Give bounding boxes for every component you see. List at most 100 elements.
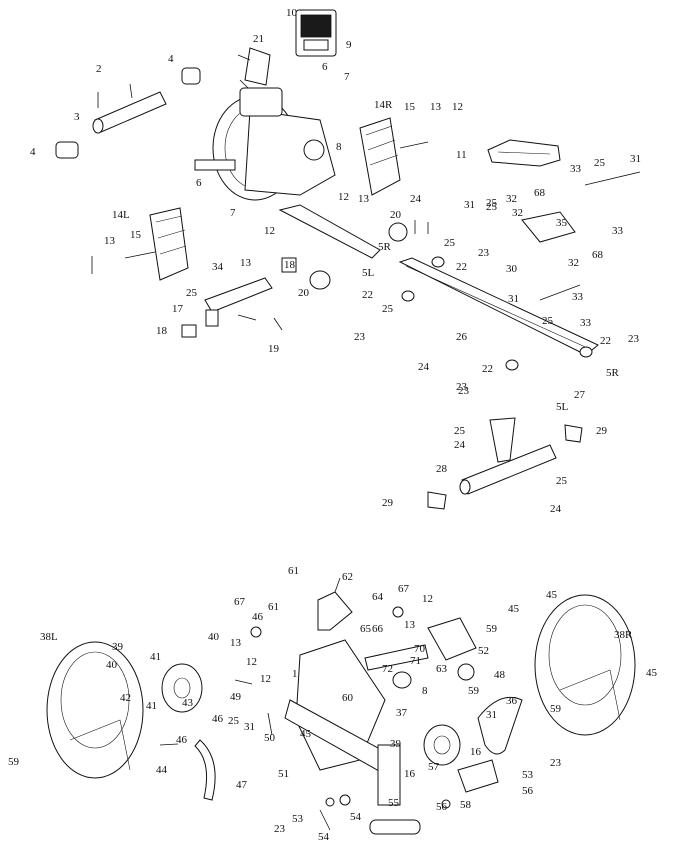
- upper-callout-3: 4: [168, 53, 174, 65]
- lower-callout-35: 1: [292, 668, 298, 680]
- lower-callout-49: 25: [228, 715, 240, 727]
- upper-callout-29: 25: [486, 201, 498, 213]
- lower-callout-61: 53: [292, 813, 304, 825]
- upper-callout-4: 2: [96, 63, 102, 75]
- lower-callout-21: 13: [230, 637, 242, 649]
- lower-callout-40: 31: [486, 709, 497, 721]
- upper-callout-25: 25: [486, 197, 498, 209]
- upper-callout-36: 35: [556, 217, 568, 229]
- lower-callout-13: 45: [508, 603, 520, 615]
- lower-callout-48: 46: [212, 713, 224, 725]
- lower-callout-18: 40: [106, 659, 118, 671]
- seat-part: [487, 139, 561, 167]
- upper-callout-59: 19: [268, 343, 280, 355]
- upper-callout-31: 33: [612, 225, 624, 237]
- upper-callout-58: 18: [156, 325, 168, 337]
- idler-part: [457, 663, 475, 681]
- upper-callout-0: 10: [286, 7, 298, 19]
- upper-callout-43: 30: [506, 263, 518, 275]
- upper-callout-63: 22: [600, 335, 611, 347]
- lower-callout-11: 52: [478, 645, 489, 657]
- rear-frame-part: [181, 257, 297, 338]
- upper-callout-24: 68: [534, 187, 546, 199]
- upper-callout-8: 14R: [374, 99, 393, 111]
- bolts-upper: [91, 83, 641, 331]
- end-cap-part: [55, 67, 201, 159]
- cover-bracket-part: [427, 617, 477, 661]
- upper-callout-47: 13: [240, 257, 252, 269]
- upper-callout-70: 24: [454, 439, 466, 451]
- lower-callout-60: 54: [318, 831, 330, 843]
- lower-callout-6: 65: [360, 623, 372, 635]
- flywheel-housing-part: [212, 87, 336, 201]
- lower-callout-19: 41: [150, 651, 161, 663]
- upper-callout-72: 28: [436, 463, 448, 475]
- rear-stabilizer-part: [427, 417, 583, 510]
- lower-callout-52: 57: [428, 761, 440, 773]
- upper-callout-28: 31: [464, 199, 475, 211]
- upper-callout-6: 6: [322, 61, 328, 73]
- lower-callout-28: 59: [468, 685, 480, 697]
- lower-callout-30: 40: [208, 631, 220, 643]
- upper-callout-20: 12: [338, 191, 349, 203]
- rail-part: [398, 257, 599, 356]
- upper-callout-65: 5R: [606, 367, 620, 379]
- belt-pulley-part: [423, 696, 523, 766]
- upper-callout-7: 7: [344, 71, 350, 83]
- lower-callout-58: 56: [522, 785, 534, 797]
- upper-callout-33: 13: [104, 235, 116, 247]
- lower-callout-33: 12: [260, 673, 271, 685]
- pulley-wheel-part: [161, 663, 203, 713]
- lower-callout-25: 72: [382, 663, 393, 675]
- upper-callout-23: 32: [506, 193, 517, 205]
- upper-callout-16: 25: [594, 157, 606, 169]
- upper-callout-54: 31: [508, 293, 519, 305]
- lower-callout-63: 59: [8, 756, 20, 768]
- upper-callout-15: 33: [570, 163, 582, 175]
- upper-callout-69: 25: [454, 425, 466, 437]
- magnet-arc-part: [194, 739, 216, 801]
- upper-callout-75: 24: [550, 503, 562, 515]
- lower-callout-55: 53: [522, 769, 534, 781]
- upper-callout-42: 22: [456, 261, 467, 273]
- upper-callout-1: 9: [346, 39, 352, 51]
- upper-callout-64: 22: [482, 363, 493, 375]
- seat-bracket-part: [521, 211, 576, 243]
- upper-callout-30: 32: [512, 207, 523, 219]
- upper-callout-51: 22: [362, 289, 373, 301]
- lower-callout-44: 50: [264, 732, 276, 744]
- lower-callout-17: 39: [112, 641, 124, 653]
- upper-callout-9: 15: [404, 101, 416, 113]
- lower-callout-10: 67: [398, 583, 410, 595]
- lower-callout-22: 12: [246, 656, 257, 668]
- lower-callout-37: 8: [422, 685, 428, 697]
- lower-callout-47: 46: [176, 734, 188, 746]
- upper-callout-5: 3: [74, 111, 80, 123]
- lower-callout-42: 16: [404, 768, 416, 780]
- upper-callout-13: 4: [30, 146, 36, 158]
- upper-callout-34: 15: [130, 229, 142, 241]
- upper-callout-35: 23: [478, 247, 490, 259]
- lower-callout-41: 39: [390, 738, 402, 750]
- lower-callout-12: 59: [486, 623, 498, 635]
- console-part: [295, 9, 337, 57]
- upper-callout-73: 25: [556, 475, 568, 487]
- lower-callout-15: 38R: [614, 629, 633, 641]
- lower-callout-64: 45: [300, 728, 312, 740]
- upper-callout-37: 5R: [378, 241, 392, 253]
- handlebar-part: [237, 47, 271, 96]
- lower-callout-8: 12: [422, 593, 433, 605]
- upper-callout-41: 5L: [362, 267, 375, 279]
- upper-callout-2: 21: [253, 33, 264, 45]
- upper-callout-14: 11: [456, 149, 467, 161]
- upper-callout-38: 25: [444, 237, 456, 249]
- lower-callout-16: 38L: [40, 631, 58, 643]
- lower-callout-9: 13: [404, 619, 416, 631]
- left-cover-part: [46, 641, 144, 779]
- upper-callout-45: 68: [592, 249, 604, 261]
- lower-callout-65: 59: [550, 703, 562, 715]
- upper-callout-62: 23: [458, 385, 470, 397]
- upper-callout-44: 32: [568, 257, 579, 269]
